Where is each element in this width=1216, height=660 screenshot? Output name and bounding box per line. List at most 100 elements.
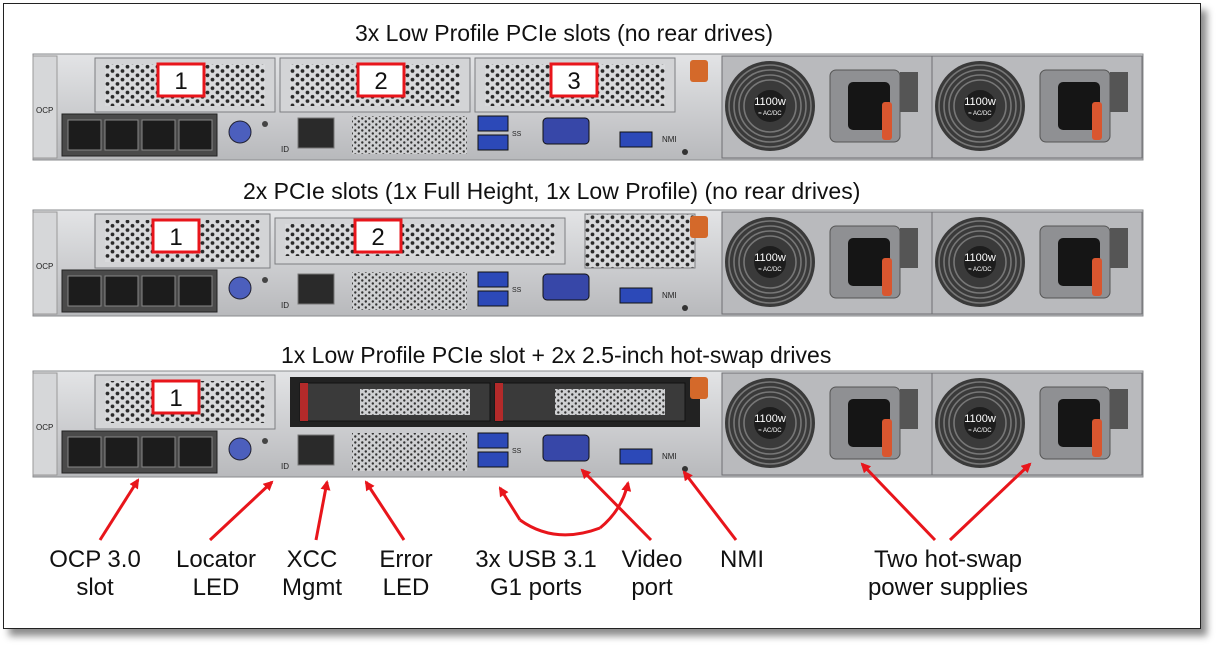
vga-port: [542, 434, 590, 462]
usb-port: [477, 115, 509, 132]
slot-number: 3: [567, 68, 580, 95]
io-vent: [352, 272, 467, 310]
usb-port: [619, 448, 653, 465]
locator-led: [262, 438, 268, 444]
psu-rating-label: 1100w: [964, 413, 996, 425]
callout-nmi: NMI: [720, 546, 764, 573]
psu-status-leds: [900, 389, 918, 429]
psu-status-leds: [1110, 72, 1128, 112]
io-vent: [352, 433, 467, 471]
drive-vent: [555, 389, 665, 415]
arrow-usb-left: [498, 486, 522, 521]
config-title-3: 1x Low Profile PCIe slot + 2x 2.5-inch h…: [281, 342, 832, 368]
rj45-port: [67, 119, 102, 151]
rj45-port: [178, 436, 213, 468]
power-inlet: [1058, 399, 1100, 447]
slot-number-box: [353, 218, 403, 254]
psu-status-leds: [900, 228, 918, 268]
usb-port: [477, 134, 509, 151]
nmi-mark: NMI: [662, 452, 677, 461]
orange-release-tab: [690, 377, 708, 399]
locator-led: [262, 121, 268, 127]
rj45-port: [67, 436, 102, 468]
rj45-port: [178, 275, 213, 307]
ocp-mark: OCP: [36, 423, 53, 432]
ocp-mark: OCP: [36, 106, 53, 115]
rack-ear: [32, 211, 58, 315]
power-inlet: [848, 238, 890, 286]
slot-number-box: [151, 218, 201, 254]
arrow-usb-right: [599, 481, 632, 530]
locator-led: [262, 277, 268, 283]
id-mark: ID: [281, 145, 289, 154]
xcc-rj45-port: [297, 273, 335, 305]
psu-rating-label: 1100w: [754, 252, 786, 264]
slot-number: 2: [371, 224, 384, 251]
psu-type-label: ≈ AC/DC: [758, 267, 782, 273]
rj45-port: [67, 275, 102, 307]
psu-rating-label: 1100w: [754, 96, 786, 108]
psu-release-tab: [1092, 419, 1102, 457]
io-vent: [352, 116, 467, 154]
slot-number: 1: [169, 224, 182, 251]
power-inlet: [1058, 82, 1100, 130]
psu-status-leds: [900, 72, 918, 112]
vent-grille: [584, 213, 696, 269]
arrow-psu-1: [860, 462, 937, 542]
vent-grille: [285, 224, 555, 256]
power-inlet: [1058, 238, 1100, 286]
rj45-port: [141, 275, 176, 307]
captive-screw: [228, 437, 252, 461]
usb-port: [477, 451, 509, 468]
drive-vent: [360, 389, 470, 415]
arrow-ocp: [98, 478, 140, 541]
ss-mark: SS: [512, 131, 522, 138]
usb-port: [477, 290, 509, 307]
nmi-button: [682, 305, 688, 311]
nmi-button: [682, 149, 688, 155]
config-title-1: 3x Low Profile PCIe slots (no rear drive…: [355, 20, 773, 46]
drive-release-latch: [300, 383, 308, 421]
slot-number: 2: [374, 68, 387, 95]
slot-number-box: [356, 62, 406, 98]
rj45-port: [104, 436, 139, 468]
nmi-button: [682, 466, 688, 472]
arrow-error: [364, 480, 406, 541]
psu-rating-label: 1100w: [754, 413, 786, 425]
psu-release-tab: [882, 102, 892, 140]
psu-type-label: ≈ AC/DC: [968, 111, 992, 117]
psu-status-leds: [1110, 228, 1128, 268]
rj45-port: [104, 119, 139, 151]
psu-type-label: ≈ AC/DC: [758, 111, 782, 117]
psu-rating-label: 1100w: [964, 252, 996, 264]
psu-release-tab: [882, 419, 892, 457]
psu-release-tab: [1092, 258, 1102, 296]
power-inlet: [848, 399, 890, 447]
ss-mark: SS: [512, 448, 522, 455]
slot-number: 1: [174, 68, 187, 95]
captive-screw: [228, 276, 252, 300]
rj45-port: [178, 119, 213, 151]
ss-mark: SS: [512, 287, 522, 294]
arrow-nmi: [682, 470, 738, 541]
orange-release-tab: [690, 60, 708, 82]
rj45-port: [141, 119, 176, 151]
id-mark: ID: [281, 462, 289, 471]
psu-status-leds: [1110, 389, 1128, 429]
psu-type-label: ≈ AC/DC: [758, 428, 782, 434]
power-inlet: [848, 82, 890, 130]
arrow-video: [580, 468, 653, 542]
psu-type-label: ≈ AC/DC: [968, 428, 992, 434]
nmi-mark: NMI: [662, 291, 677, 300]
psu-release-tab: [1092, 102, 1102, 140]
